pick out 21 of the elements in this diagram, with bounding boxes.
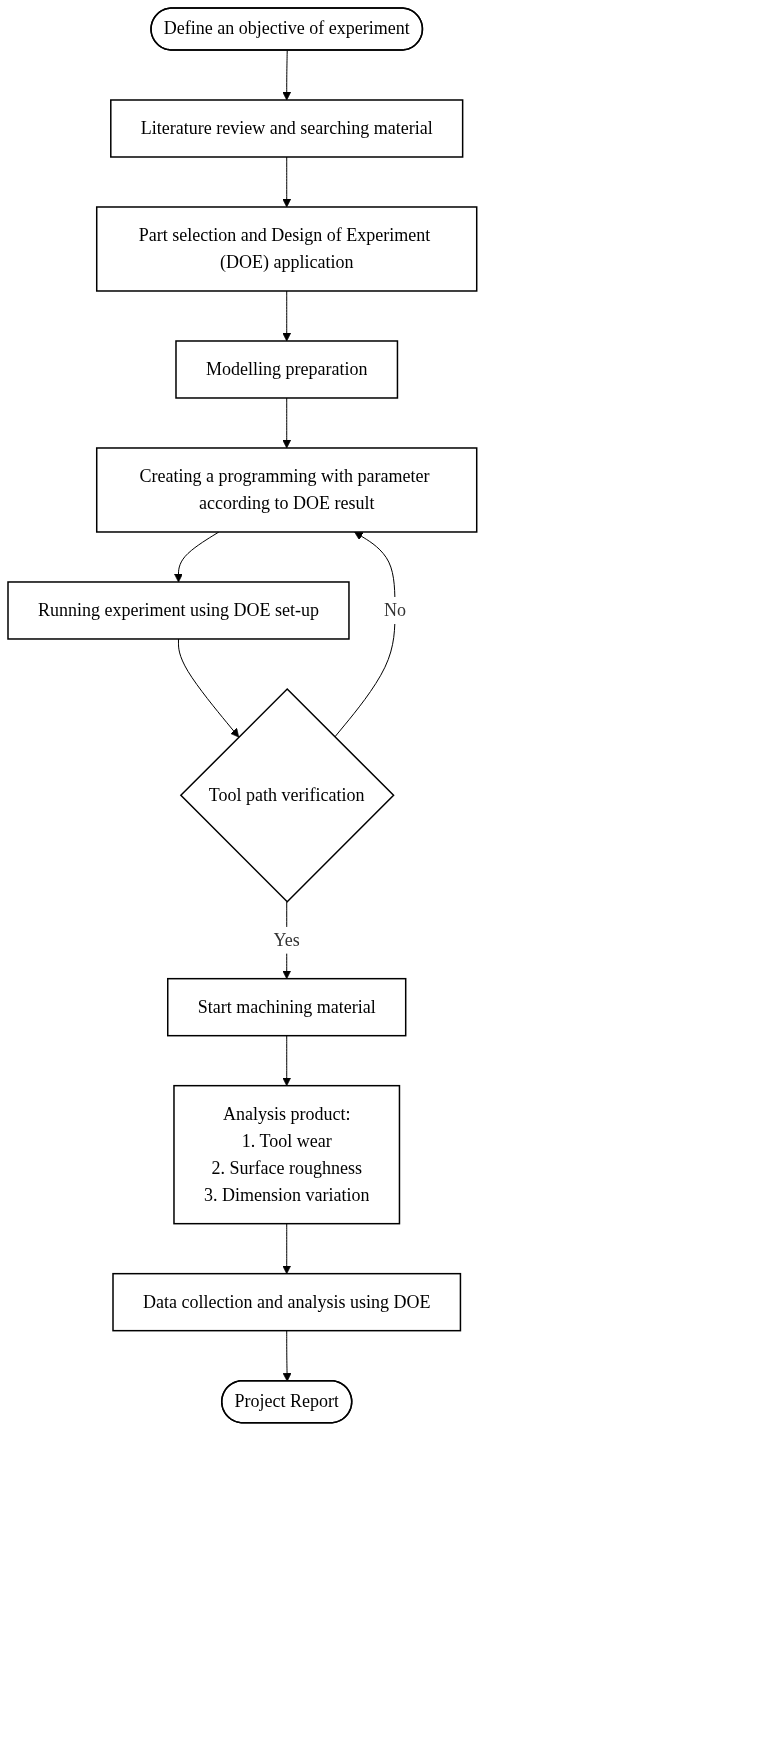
arrow <box>282 50 292 101</box>
edge-label: Yes <box>273 929 300 950</box>
edge-label: No <box>383 599 406 620</box>
arrow <box>334 531 396 738</box>
node-box: Data collection and analysis using DOE <box>112 1272 462 1332</box>
node-box: Analysis product: 1. Tool wear 2. Surface roughness 3. Dimension variation <box>173 1084 401 1225</box>
node-box: Part selection and Design of Experiment (DOE) application <box>96 206 478 292</box>
node-box: Literature review and searching material <box>110 99 464 158</box>
node-box: Start machining material <box>167 977 407 1037</box>
arrow <box>174 531 220 583</box>
arrow <box>282 1223 292 1275</box>
arrow <box>282 397 292 449</box>
arrow <box>178 638 240 738</box>
node-box: Running experiment using DOE set-up <box>7 581 350 640</box>
node-box: Creating a programming with parameter according to DOE result <box>96 447 478 533</box>
arrow <box>282 156 292 208</box>
arrow <box>282 1330 292 1382</box>
arrow <box>282 290 292 342</box>
arrow <box>282 1035 292 1087</box>
node-box: Modelling preparation <box>175 340 399 399</box>
node-diamond: Tool path verification <box>179 687 395 903</box>
